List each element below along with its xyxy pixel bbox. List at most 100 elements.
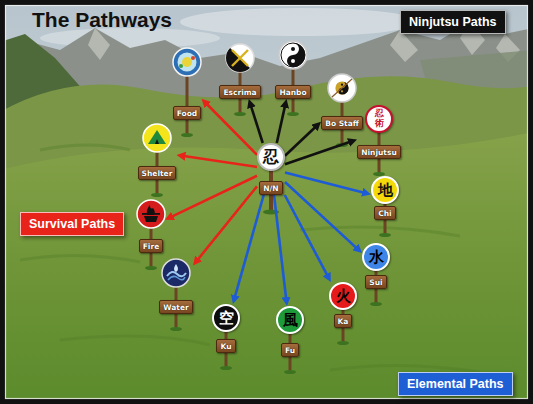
kanji: 忍	[263, 149, 279, 165]
hanbo-icon	[279, 41, 307, 69]
sign-label: Bo Staff	[325, 119, 359, 128]
signpost: 忍術Ninjutsu	[357, 105, 401, 159]
signpost: 忍 N/N	[257, 143, 285, 195]
signpost: Hanbo	[275, 41, 311, 99]
wooden-sign: Sui	[365, 275, 386, 289]
sign-label: Hanbo	[279, 88, 306, 97]
spacer	[271, 171, 272, 181]
hanbo-icon	[287, 43, 305, 67]
food-icon	[173, 48, 201, 76]
food-icon	[191, 56, 195, 60]
spacer	[151, 228, 152, 239]
grass-tuft	[151, 193, 163, 197]
path-arrow	[285, 195, 329, 278]
path-arrow	[274, 195, 287, 302]
signpost: 空 Ku	[212, 304, 240, 353]
kanji-circle: 空	[212, 304, 240, 332]
escrima-icon	[226, 44, 254, 72]
group-label: Elemental Paths	[407, 377, 504, 391]
icon-slot	[173, 48, 201, 76]
signpost: 水 Sui	[362, 243, 390, 289]
kanji-circle: 忍	[257, 143, 285, 171]
signpost: Water	[159, 259, 193, 314]
diagram-title: The Pathways	[32, 8, 172, 32]
bo-staff-icon	[328, 74, 356, 102]
icon-slot	[143, 124, 171, 152]
wooden-sign: N/N	[259, 181, 282, 195]
sign-label: Chi	[378, 209, 391, 218]
sign-label: Ku	[220, 342, 231, 351]
path-arrow	[250, 103, 263, 143]
group-label-box: Survival Paths	[20, 212, 124, 236]
sign-label: Fire	[143, 242, 159, 251]
kanji: 風	[283, 313, 298, 328]
spacer	[342, 102, 343, 116]
escrima-icon	[232, 50, 248, 66]
kanji-circle: 水	[362, 243, 390, 271]
sign-label: Ninjutsu	[361, 148, 397, 157]
bo-staff-icon	[341, 84, 343, 86]
hills	[0, 76, 533, 404]
icon-slot	[279, 41, 307, 69]
escrima-icon	[226, 48, 250, 72]
kanji: 水	[369, 250, 384, 265]
food-icon	[173, 48, 201, 76]
spacer	[226, 332, 227, 339]
signpost-pole	[150, 67, 387, 372]
wooden-sign: Fire	[139, 239, 163, 253]
water-icon	[162, 259, 190, 287]
hanbo-icon	[279, 41, 307, 69]
wooden-sign: Food	[173, 106, 202, 120]
spacer	[157, 152, 158, 166]
grass-tuft	[181, 133, 193, 137]
group-label-box: Ninjutsu Paths	[400, 10, 506, 34]
sign-label: Water	[163, 303, 188, 312]
wooden-sign: Chi	[374, 206, 395, 220]
spacer	[187, 76, 188, 106]
grass-tuft	[220, 366, 232, 370]
kanji-circle: 地	[371, 176, 399, 204]
kanji-circle: 風	[276, 306, 304, 334]
shelter-icon	[143, 124, 171, 152]
sign-label: Escrima	[223, 88, 256, 97]
grass-tuft	[337, 341, 349, 345]
icon-slot	[162, 259, 190, 287]
spacer	[240, 72, 241, 85]
sign-label: Shelter	[142, 169, 173, 178]
meadow	[0, 132, 533, 404]
shelter-icon	[143, 124, 171, 152]
shelter-icon	[155, 139, 159, 144]
cloud	[180, 8, 420, 36]
fire-icon	[142, 213, 160, 215]
food-icon	[178, 53, 197, 72]
bo-staff-icon	[341, 90, 343, 92]
escrima-icon	[226, 44, 254, 72]
grass-tuft	[170, 327, 182, 331]
group-label: Survival Paths	[29, 217, 115, 231]
signpost: 地 Chi	[371, 176, 399, 220]
wooden-sign: Ka	[334, 314, 353, 328]
group-label: Ninjutsu Paths	[409, 15, 497, 29]
bo-staff-icon	[332, 79, 352, 97]
sign-label: Food	[177, 109, 198, 118]
path-arrow	[169, 176, 257, 218]
icon-slot	[137, 200, 165, 228]
wooden-sign: Ku	[216, 339, 235, 353]
hanbo-icon	[291, 47, 295, 51]
wooden-sign: Fu	[281, 343, 299, 357]
path-arrow	[204, 102, 257, 155]
grass-tuft	[284, 370, 296, 374]
icon-slot	[328, 74, 356, 102]
water-icon	[174, 264, 178, 272]
spacer	[293, 69, 294, 85]
water-icon	[162, 259, 190, 287]
shelter-icon	[148, 130, 166, 144]
grass-tuft	[234, 112, 246, 116]
kanji: 火	[336, 289, 351, 304]
spacer	[176, 287, 177, 300]
sign-label: Fu	[285, 346, 295, 355]
signpost: Bo Staff	[321, 74, 363, 130]
grass-tuft	[145, 266, 157, 270]
